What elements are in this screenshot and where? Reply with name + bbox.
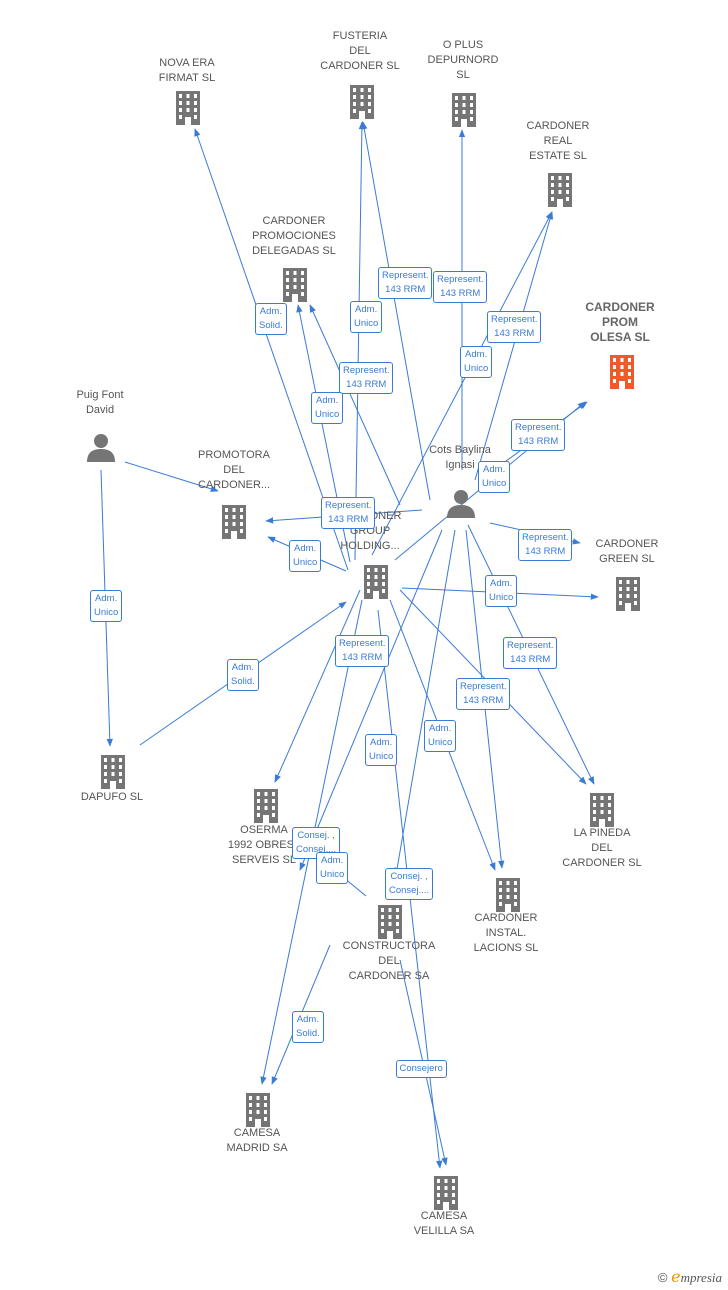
node-label-nova[interactable]: NOVA ERA FIRMAT SL (158, 57, 216, 84)
empresia-brand: © empresia (658, 1267, 722, 1286)
node-label-puig[interactable]: Puig Font David (76, 389, 124, 416)
edge-label[interactable]: Adm. Unico (350, 301, 383, 333)
node-label-instal[interactable]: CARDONER INSTAL. LACIONS SL (473, 912, 539, 954)
building-icon-real[interactable] (548, 173, 572, 207)
edge-label[interactable]: Adm. Solid. (292, 1011, 324, 1043)
edge-label[interactable]: Adm. Solid. (255, 303, 287, 335)
edge-group-real (371, 211, 553, 556)
node-label-pineda[interactable]: LA PINEDA DEL CARDONER SL (562, 827, 642, 869)
building-icon-promdel[interactable] (283, 268, 307, 302)
edge-cots-fust (361, 121, 431, 501)
building-icon-oplus[interactable] (452, 93, 476, 127)
edge-label[interactable]: Consej. , Consej.... (292, 827, 341, 859)
edge-label[interactable]: Adm. Unico (90, 590, 123, 622)
node-label-promdel[interactable]: CARDONER PROMOCIONES DELEGADAS SL (252, 215, 336, 257)
building-icon-madrid[interactable] (246, 1093, 270, 1127)
edge-label[interactable]: Adm. Solid. (227, 659, 259, 691)
edge-label[interactable]: Represent. 143 RRM (518, 529, 573, 561)
node-label-oserma[interactable]: OSERMA 1992 OBRES I SERVEIS SL (227, 824, 300, 866)
brand-initial: e (671, 1267, 681, 1286)
edge-label[interactable]: Consejero (395, 1060, 447, 1078)
building-icon-group[interactable] (364, 565, 388, 599)
edge-label[interactable]: Adm. Unico (424, 720, 457, 752)
node-label-green[interactable]: CARDONER GREEN SL (595, 538, 659, 565)
building-icon-olesa[interactable] (610, 355, 634, 389)
edge-cots-promdel (309, 304, 401, 506)
brand-name: mpresia (680, 1270, 722, 1285)
edge-label[interactable]: Adm. Unico (316, 852, 349, 884)
person-icon-cots[interactable] (447, 490, 475, 518)
person-icon-puig[interactable] (87, 434, 115, 462)
building-icon-dapufo[interactable] (101, 755, 125, 789)
edge-label[interactable]: Adm. Unico (460, 346, 493, 378)
edge-label[interactable]: Consej. , Consej.... (385, 868, 434, 900)
edge-label[interactable]: Represent. 143 RRM (321, 497, 376, 529)
building-icon-instal[interactable] (496, 878, 520, 912)
node-label-constr[interactable]: CONSTRUCTORA DEL CARDONER SA (342, 940, 436, 982)
node-label-velilla[interactable]: CAMESA VELILLA SA (413, 1210, 475, 1237)
edge-label[interactable]: Represent. 143 RRM (433, 271, 488, 303)
edge-label[interactable]: Adm. Unico (289, 540, 322, 572)
edge-cots-real (474, 211, 554, 481)
edge-group-oserma (274, 589, 361, 783)
building-icon-fust[interactable] (350, 85, 374, 119)
building-icon-promotora[interactable] (222, 505, 246, 539)
node-label-real[interactable]: CARDONER REAL ESTATE SL (526, 120, 590, 162)
edge-label[interactable]: Adm. Unico (485, 575, 518, 607)
edge-label[interactable]: Represent. 143 RRM (511, 419, 566, 451)
edge-group-nova (194, 128, 349, 571)
node-label-dapufo[interactable]: DAPUFO SL (80, 791, 144, 803)
node-label-olesa[interactable]: CARDONER PROM OLESA SL (585, 300, 655, 344)
edge-label[interactable]: Adm. Unico (311, 392, 344, 424)
edge-puig-promotora (124, 461, 219, 492)
edge-label[interactable]: Adm. Unico (478, 461, 511, 493)
edge-label[interactable]: Represent. 143 RRM (503, 637, 558, 669)
edge-cots-constr (394, 529, 456, 876)
edge-cots-oserma (299, 529, 443, 871)
edge-group-fust (354, 121, 366, 561)
edge-label[interactable]: Represent. 143 RRM (487, 311, 542, 343)
edge-label[interactable]: Represent. 143 RRM (456, 678, 511, 710)
node-label-madrid[interactable]: CAMESA MADRID SA (226, 1127, 288, 1154)
edge-label[interactable]: Adm. Unico (365, 734, 398, 766)
edge-label[interactable]: Represent. 143 RRM (335, 635, 390, 667)
node-label-oplus[interactable]: O PLUS DEPURNORD SL (427, 39, 499, 81)
copyright-symbol: © (657, 1270, 668, 1285)
edge-label[interactable]: Represent. 143 RRM (339, 362, 394, 394)
building-icon-constr[interactable] (378, 905, 402, 939)
building-icon-nova[interactable] (176, 91, 200, 125)
node-label-fust[interactable]: FUSTERIA DEL CARDONER SL (320, 30, 400, 72)
building-icon-oserma[interactable] (254, 789, 278, 823)
building-icon-pineda[interactable] (590, 793, 614, 827)
node-label-promotora[interactable]: PROMOTORA DEL CARDONER... (197, 449, 271, 491)
edge-label[interactable]: Represent. 143 RRM (378, 267, 433, 299)
building-icon-green[interactable] (616, 577, 640, 611)
node-label-cots[interactable]: Cots Baylina Ignasi (429, 444, 491, 471)
building-icon-velilla[interactable] (434, 1176, 458, 1210)
